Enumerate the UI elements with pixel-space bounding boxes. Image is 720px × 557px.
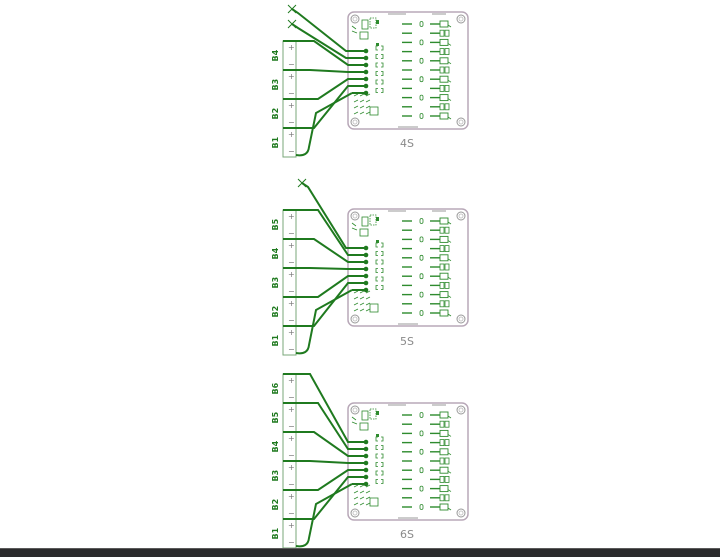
mounting-hole-icon [350, 211, 360, 221]
cell-label: B3 [271, 277, 280, 289]
cell-label: B3 [271, 79, 280, 91]
battery-connector-b1: + −B1 [271, 518, 297, 549]
plus-symbol: + [288, 405, 295, 414]
balance-wires [283, 178, 369, 355]
mounting-hole-icon [350, 14, 360, 24]
config-label: 4S [400, 137, 414, 150]
cell-label: B5 [271, 218, 280, 230]
minus-symbol: − [288, 287, 295, 296]
unused-wire-x-icon [287, 19, 297, 29]
mounting-hole-icon [350, 117, 360, 127]
unused-wire-x-icon [287, 4, 297, 14]
mounting-hole-icon [456, 211, 466, 221]
battery-connector-b3: + −B3 [271, 267, 297, 298]
minus-symbol: − [288, 89, 295, 98]
cell-label: B4 [271, 49, 280, 61]
bottom-bar [0, 548, 720, 557]
mounting-hole-icon [456, 405, 466, 415]
bms-board [347, 208, 469, 327]
minus-symbol: − [288, 422, 295, 431]
minus-symbol: − [288, 393, 295, 402]
cell-label: B5 [271, 411, 280, 423]
minus-symbol: − [288, 60, 295, 69]
cell-label: B6 [271, 382, 280, 394]
cell-label: B3 [271, 470, 280, 482]
plus-symbol: + [288, 492, 295, 501]
mounting-hole-icon [456, 14, 466, 24]
cell-label: B4 [271, 440, 280, 452]
battery-connector-b3: + −B3 [271, 69, 297, 100]
plus-symbol: + [288, 101, 295, 110]
battery-connector-b3: + −B3 [271, 460, 297, 491]
minus-symbol: − [288, 451, 295, 460]
bms-board [347, 402, 469, 521]
battery-connector-b4: + −B4 [271, 238, 297, 269]
minus-symbol: − [288, 480, 295, 489]
battery-connector-b2: + −B2 [271, 296, 297, 327]
plus-symbol: + [288, 376, 295, 385]
balance-wires [283, 373, 369, 548]
mounting-hole-icon [456, 117, 466, 127]
minus-symbol: − [288, 147, 295, 156]
minus-symbol: − [288, 509, 295, 518]
cell-label: B2 [271, 499, 280, 511]
cell-label: B2 [271, 108, 280, 120]
minus-symbol: − [288, 345, 295, 354]
battery-connector-b5: + −B5 [271, 402, 297, 433]
minus-symbol: − [288, 538, 295, 547]
minus-symbol: − [288, 229, 295, 238]
cell-label: B1 [271, 527, 280, 539]
plus-symbol: + [288, 72, 295, 81]
mounting-hole-icon [350, 314, 360, 324]
plus-symbol: + [288, 43, 295, 52]
battery-connector-b2: + −B2 [271, 98, 297, 129]
mounting-hole-icon [350, 508, 360, 518]
plus-symbol: + [288, 212, 295, 221]
cell-label: B4 [271, 247, 280, 259]
battery-connector-b4: + −B4 [271, 40, 297, 71]
mounting-hole-icon [456, 314, 466, 324]
battery-connector-b1: + −B1 [271, 127, 297, 158]
battery-connector-b6: + −B6 [271, 373, 297, 404]
minus-symbol: − [288, 118, 295, 127]
plus-symbol: + [288, 328, 295, 337]
balance-wires [283, 4, 369, 157]
cell-label: B2 [271, 306, 280, 318]
plus-symbol: + [288, 270, 295, 279]
minus-symbol: − [288, 258, 295, 267]
cell-label: B1 [271, 334, 280, 346]
cell-label: B1 [271, 136, 280, 148]
bms-board [347, 11, 469, 130]
plus-symbol: + [288, 130, 295, 139]
mounting-hole-icon [456, 508, 466, 518]
config-label: 6S [400, 528, 414, 541]
minus-symbol: − [288, 316, 295, 325]
plus-symbol: + [288, 463, 295, 472]
plus-symbol: + [288, 299, 295, 308]
battery-connector-b1: + −B1 [271, 325, 297, 356]
battery-connector-b2: + −B2 [271, 489, 297, 520]
plus-symbol: + [288, 241, 295, 250]
plus-symbol: + [288, 521, 295, 530]
config-label: 5S [400, 335, 414, 348]
plus-symbol: + [288, 434, 295, 443]
mounting-hole-icon [350, 405, 360, 415]
battery-connector-b5: + −B5 [271, 209, 297, 240]
unused-wire-x-icon [297, 178, 307, 188]
battery-connector-b4: + −B4 [271, 431, 297, 462]
